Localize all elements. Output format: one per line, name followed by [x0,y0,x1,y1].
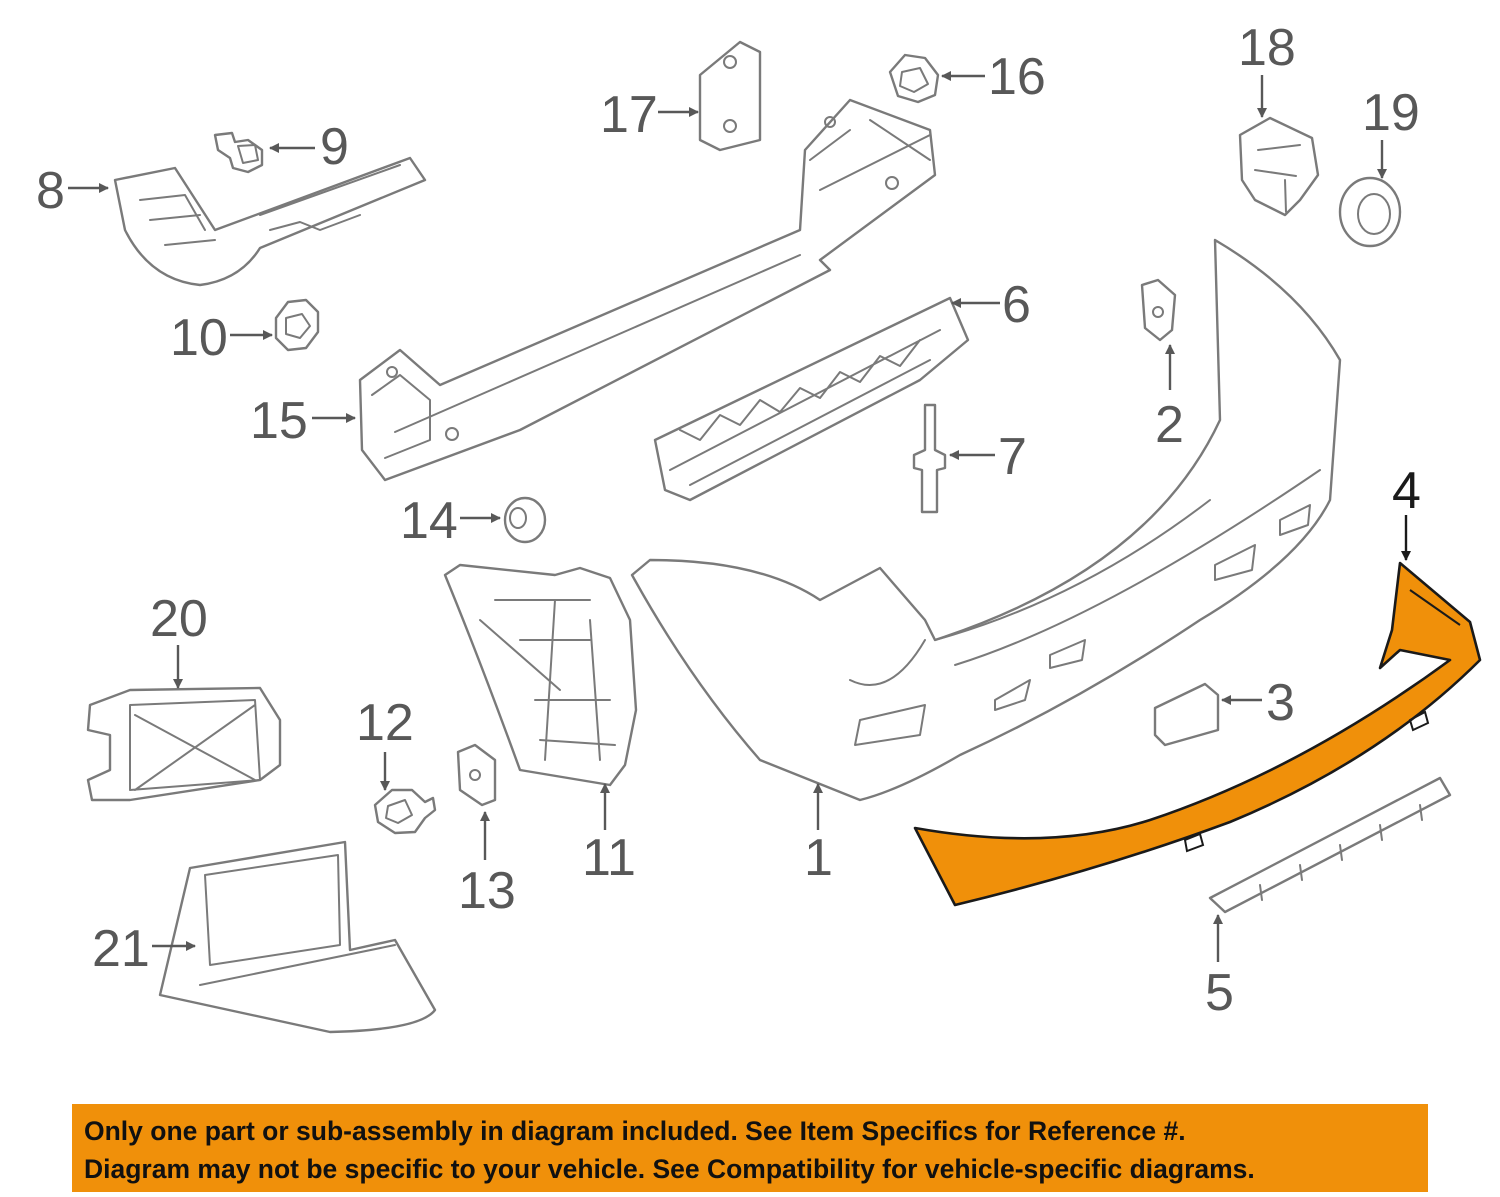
part-8-bracket [113,156,427,287]
part-16-nut [888,53,940,104]
callout-13: 13 [458,862,516,920]
part-9-bolt [213,131,264,174]
part-6-absorber [653,296,970,502]
callout-1: 1 [804,829,833,887]
disclaimer-banner: Only one part or sub-assembly in diagram… [72,1104,1428,1192]
callout-5: 5 [1205,964,1234,1022]
callout-7: 7 [998,428,1027,486]
callout-3: 3 [1266,674,1295,732]
part-15-reinforcement [358,98,937,482]
part-7-stud [912,403,947,514]
callout-16: 16 [988,48,1046,106]
callout-11: 11 [582,829,636,887]
part-14-bushing [503,496,547,544]
callout-19: 19 [1362,84,1420,142]
callout-9: 9 [320,118,349,176]
part-12-bolt [373,788,437,835]
part-5-strip [1208,776,1452,914]
part-21-bracket [158,840,437,1034]
callout-17: 17 [600,86,658,144]
callout-15: 15 [250,392,308,450]
callout-4: 4 [1392,462,1421,520]
callout-20: 20 [150,590,208,648]
disclaimer-line-2: Diagram may not be specific to your vehi… [84,1154,1255,1184]
part-11-bracket [443,563,638,787]
part-1-bumper-cover [630,238,1342,802]
callout-2: 2 [1155,396,1184,454]
callout-14: 14 [400,492,458,550]
leader-lines [68,71,1411,962]
parts-diagram: 8 9 10 15 17 16 18 19 6 7 2 4 3 14 1 11 … [36,19,1482,1034]
callout-labels: 8 9 10 15 17 16 18 19 6 7 2 4 3 14 1 11 … [36,19,1421,1022]
callout-6: 6 [1002,276,1031,334]
part-3-reflector [1153,682,1220,747]
part-13-clip [456,743,497,807]
part-4-lower-valance [913,561,1482,907]
part-18-sensor [1238,116,1320,217]
part-10-nut [274,298,320,352]
callout-12: 12 [356,694,414,752]
callout-21: 21 [92,920,150,978]
callout-10: 10 [170,309,228,367]
part-19-grommet [1338,176,1402,248]
part-2-clip [1140,278,1177,342]
disclaimer-line-1: Only one part or sub-assembly in diagram… [84,1116,1186,1146]
callout-18: 18 [1238,19,1296,77]
callout-8: 8 [36,162,65,220]
part-17-plate [698,40,762,152]
part-20-module [86,686,282,802]
